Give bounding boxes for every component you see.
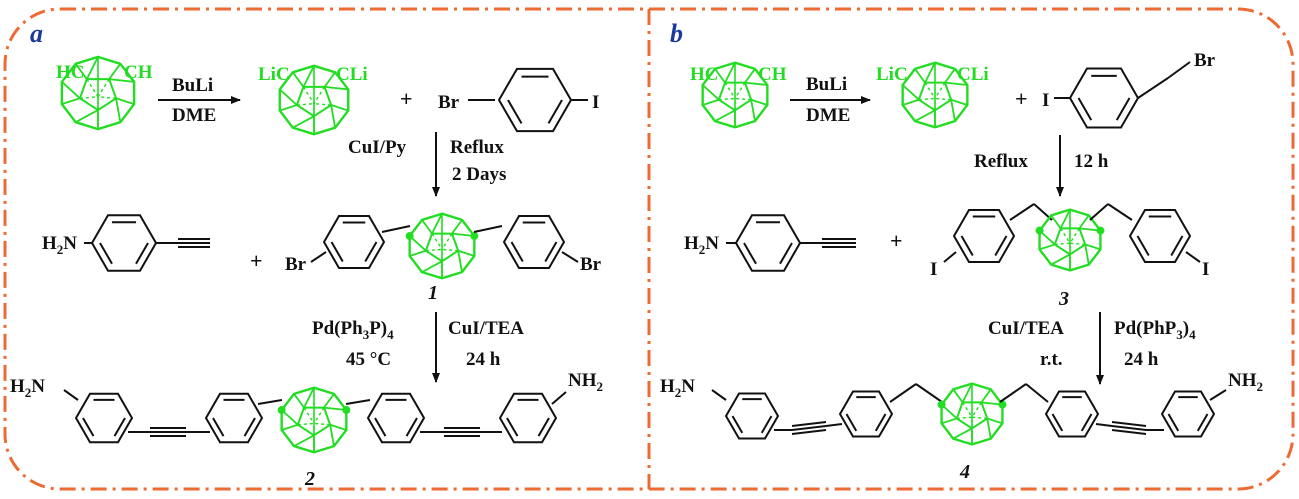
product2-cage-icon <box>277 386 351 454</box>
product1-br-left: Br <box>285 254 307 275</box>
solvent-dme: DME <box>172 105 216 126</box>
b-carborane-li-cage-icon <box>901 61 969 129</box>
catalyst-pd-label: Pd(Ph3P)4 <box>312 318 394 342</box>
panel-a-letter: a <box>30 19 43 48</box>
carborane-lic-label: LiC <box>258 64 290 85</box>
b-reagent-cui-tea: CuI/TEA <box>988 318 1064 339</box>
b-aniline-ring-icon <box>734 214 802 272</box>
b-carborane-hc-label: HC <box>690 64 719 85</box>
plus-sign: + <box>400 86 413 111</box>
b-solvent-dme: DME <box>806 105 850 126</box>
condition-2-days: 2 Days <box>452 164 506 185</box>
product3-cage-icon <box>1035 208 1105 272</box>
b-plus-sign: + <box>1015 86 1028 111</box>
product3-left-ring-icon <box>952 209 1016 263</box>
product2-ring-2-icon <box>204 392 264 444</box>
plus-sign-2: + <box>250 248 263 273</box>
compound-number-4: 4 <box>959 461 970 483</box>
compound-number-1: 1 <box>428 282 438 304</box>
product2-amine-left: H2N <box>10 376 45 400</box>
b-condition-rt: r.t. <box>1040 349 1063 370</box>
carborane-li-cage-icon <box>278 64 350 136</box>
product4-ring-2-icon <box>838 390 894 438</box>
product2-amine-right: NH2 <box>568 370 603 394</box>
condition-reflux: Reflux <box>450 137 504 158</box>
product4-amine-left: H2N <box>660 376 695 400</box>
product4-ring-3-icon <box>1044 390 1100 438</box>
reagent-buli: BuLi <box>172 75 213 96</box>
b-catalyst-pd-label: Pd(PhP3)4 <box>1114 318 1196 342</box>
product2-ring-4-icon <box>498 392 558 444</box>
product2-ring-3-icon <box>366 392 426 444</box>
product4-amine-right: NH2 <box>1228 370 1263 394</box>
reagent-cui-py: CuI/Py <box>348 137 407 158</box>
b-amine-label: H2N <box>684 233 719 257</box>
product3-right-ring-icon <box>1128 209 1192 263</box>
amine-label: H2N <box>42 233 77 257</box>
carborane-cli-label: CLi <box>336 64 368 85</box>
product3-i-right: I <box>1202 259 1209 280</box>
reagent-cui-tea: CuI/TEA <box>448 318 524 339</box>
product4-ring-4-icon <box>1160 390 1216 438</box>
b-condition-12h: 12 h <box>1074 151 1109 172</box>
b-reagent-i-label: I <box>1042 90 1049 111</box>
b-reagent-br-label: Br <box>1194 50 1216 71</box>
panel-b: HC CH BuLi DME LiC CLi + I Br Reflux 12 … <box>660 50 1263 483</box>
b-condition-reflux: Reflux <box>974 151 1028 172</box>
carborane-cage-icon <box>60 55 136 131</box>
reagent-br-label: Br <box>438 92 460 113</box>
carborane-ch-label: CH <box>124 62 153 83</box>
panel-b-letter: b <box>670 19 683 48</box>
b-reagent-buli: BuLi <box>806 74 847 95</box>
b-benzyl-ring-icon <box>1068 67 1140 129</box>
product1-left-ring-icon <box>322 215 386 269</box>
product4-ring-1-icon <box>724 392 780 440</box>
b-carborane-lic-label: LiC <box>876 64 908 85</box>
compound-number-2: 2 <box>304 468 315 490</box>
condition-45c: 45 °C <box>346 349 391 370</box>
b-condition-24h: 24 h <box>1124 349 1159 370</box>
benzene-ring-icon <box>497 67 573 133</box>
panel-a: HC CH BuLi DME LiC CLi + Br I CuI/Py Ref… <box>10 55 603 490</box>
product1-br-right: Br <box>580 254 602 275</box>
condition-24h: 24 h <box>466 349 501 370</box>
b-carborane-ch-label: CH <box>758 64 787 85</box>
aniline-ring-icon <box>90 214 158 272</box>
b-plus-sign-2: + <box>890 228 903 253</box>
b-carborane-cage-icon <box>701 61 769 129</box>
reagent-i-label: I <box>592 92 599 113</box>
product1-right-ring-icon <box>502 215 566 269</box>
product1-cage-icon <box>405 212 479 280</box>
compound-number-3: 3 <box>1058 288 1069 310</box>
carborane-hc-label: HC <box>56 62 85 83</box>
b-carborane-cli-label: CLi <box>957 64 989 85</box>
product3-i-left: I <box>930 259 937 280</box>
product2-ring-1-icon <box>74 392 134 444</box>
product4-cage-icon <box>937 382 1007 446</box>
